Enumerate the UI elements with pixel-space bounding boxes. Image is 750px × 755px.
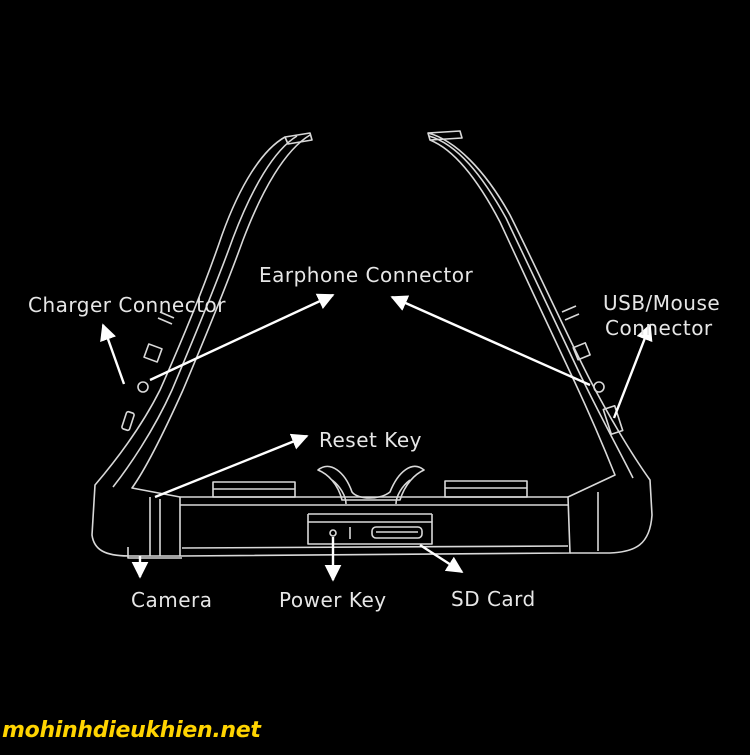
key-panel	[307, 521, 433, 545]
label-usb-connector: Connector	[605, 316, 713, 340]
label-usb-mouse: USB/Mouse	[603, 291, 721, 315]
base-bottom-rail	[181, 545, 569, 549]
arrow-earphone-right	[390, 295, 591, 387]
left-arm-inner	[131, 134, 311, 498]
sd-slot	[371, 526, 423, 539]
label-reset-key: Reset Key	[319, 428, 422, 452]
base-body	[179, 496, 571, 557]
left-arm-outer	[91, 136, 286, 557]
watermark: mohinhdieukhien.net	[2, 718, 261, 743]
arrow-earphone-left	[149, 293, 335, 382]
label-sd-card: SD Card	[451, 587, 536, 611]
right-arm-inner	[429, 139, 616, 498]
center-saddle	[317, 465, 425, 501]
power-key-dot	[329, 529, 337, 537]
right-jack	[593, 381, 605, 393]
right-top-cap	[427, 130, 463, 141]
charger-port	[143, 343, 163, 363]
device-outline	[91, 130, 653, 559]
arrow-usb	[612, 323, 653, 419]
right-arm-rail	[428, 135, 634, 479]
label-power-key: Power Key	[279, 588, 387, 612]
label-charger-connector: Charger Connector	[28, 293, 227, 317]
callout-arrows	[100, 293, 653, 582]
right-bump	[444, 480, 528, 498]
usb-port	[572, 342, 591, 361]
arrow-reset	[154, 433, 309, 499]
left-top-cap	[284, 132, 313, 145]
arrow-charger	[100, 323, 126, 385]
left-arm-rail	[112, 135, 298, 488]
arrow-sd	[419, 543, 464, 574]
camera-tab	[127, 547, 182, 559]
label-earphone-connector: Earphone Connector	[259, 263, 474, 287]
label-camera: Camera	[131, 588, 213, 612]
right-arm-outer	[427, 132, 653, 554]
earphone-jack	[137, 381, 149, 393]
